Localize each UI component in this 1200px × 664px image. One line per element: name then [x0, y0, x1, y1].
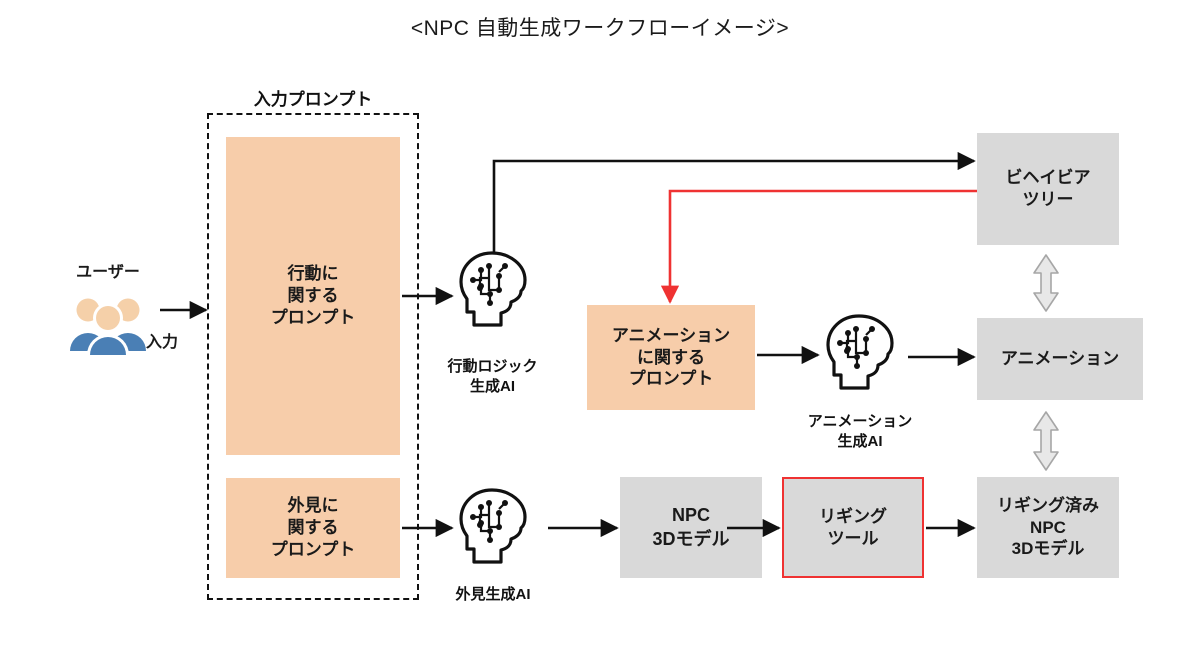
- behavior-prompt-label: 行動に 関する プロンプト: [271, 263, 356, 328]
- connector-animation-rigged-sync: [1033, 411, 1059, 471]
- input-group-label: 入力プロンプト: [253, 90, 373, 109]
- appearance-ai-line-1: 外見生成AI: [455, 586, 531, 603]
- rigged-npc-line-2: NPC: [1030, 517, 1066, 537]
- npc-3d-model-label: NPC 3Dモデル: [652, 504, 729, 550]
- animation-prompt-line-2: に関する: [636, 347, 705, 367]
- behavior-prompt-line-3: プロンプト: [270, 307, 356, 327]
- behavior-prompt-line-1: 行動に: [287, 264, 339, 284]
- animation-prompt-line-3: プロンプト: [628, 369, 714, 389]
- ai-head-icon: [822, 313, 896, 397]
- page-title: <NPC 自動生成ワークフローイメージ>: [410, 17, 790, 40]
- input-prompt-group: [207, 113, 419, 600]
- behavior-ai-line-1: 行動ロジック: [447, 358, 538, 375]
- rigged-npc-line-1: リギング済み: [997, 495, 1099, 515]
- animation-ai-line-1: アニメーション: [807, 413, 913, 430]
- npc-3d-model-line-2: 3Dモデル: [652, 528, 730, 549]
- npc-3d-model-line-1: NPC: [671, 505, 710, 526]
- input-arrow-label: 入力: [146, 334, 179, 351]
- animation-prompt-box[interactable]: アニメーション に関する プロンプト: [587, 305, 755, 410]
- animation-prompt-line-1: アニメーション: [611, 325, 731, 345]
- behavior-tree-line-1: ビヘイビア: [1005, 168, 1091, 188]
- ai-head-icon: [455, 250, 529, 334]
- behavior-prompt-box[interactable]: 行動に 関する プロンプト: [226, 137, 400, 455]
- connector-tree-animation-sync: [1033, 254, 1059, 312]
- animation-prompt-label: アニメーション に関する プロンプト: [612, 325, 730, 390]
- rigged-npc-line-3: 3Dモデル: [1011, 539, 1085, 559]
- appearance-prompt-line-2: 関する: [287, 518, 339, 538]
- user-label: ユーザー: [76, 264, 140, 281]
- appearance-prompt-line-1: 外見に: [287, 496, 339, 516]
- rigging-tool-box[interactable]: リギング ツール: [782, 477, 924, 578]
- rigged-npc-3d-model-box[interactable]: リギング済み NPC 3Dモデル: [977, 477, 1119, 578]
- appearance-prompt-box[interactable]: 外見に 関する プロンプト: [226, 478, 400, 578]
- rigging-tool-label: リギング ツール: [819, 506, 887, 550]
- rigged-npc-label: リギング済み NPC 3Dモデル: [997, 495, 1099, 560]
- connector-tree-to-animation-prompt: [660, 189, 977, 304]
- behavior-prompt-line-2: 関する: [287, 286, 339, 306]
- animation-output-label: アニメーション: [1000, 349, 1120, 369]
- behavior-tree-label: ビヘイビア ツリー: [1006, 167, 1091, 211]
- behavior-tree-box[interactable]: ビヘイビア ツリー: [977, 133, 1119, 245]
- rigging-tool-line-1: リギング: [819, 506, 887, 526]
- behavior-ai-label: 行動ロジック 生成AI: [420, 357, 565, 396]
- appearance-prompt-label: 外見に 関する プロンプト: [271, 495, 356, 560]
- animation-ai-label: アニメーション 生成AI: [785, 412, 935, 451]
- animation-ai-line-2: 生成AI: [837, 432, 883, 450]
- rigging-tool-line-2: ツール: [827, 528, 879, 548]
- ai-head-icon: [455, 487, 529, 571]
- npc-3d-model-box[interactable]: NPC 3Dモデル: [620, 477, 762, 578]
- behavior-ai-line-2: 生成AI: [469, 377, 515, 395]
- behavior-tree-line-2: ツリー: [1022, 190, 1074, 209]
- users-group-icon: [66, 293, 150, 355]
- appearance-ai-label: 外見生成AI: [418, 585, 568, 605]
- animation-output-box[interactable]: アニメーション: [977, 318, 1143, 400]
- connector-behavior-ai-to-tree: [492, 151, 976, 252]
- appearance-prompt-line-3: プロンプト: [270, 539, 356, 559]
